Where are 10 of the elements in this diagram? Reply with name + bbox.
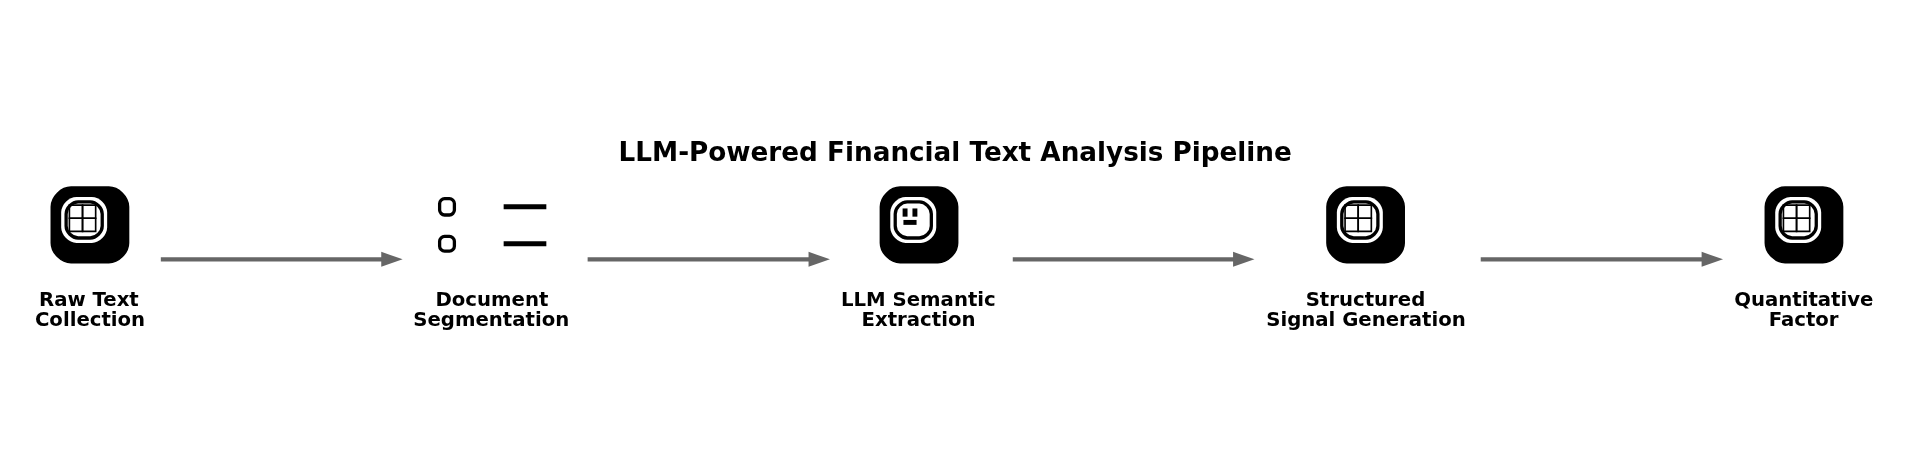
arrow — [587, 251, 830, 267]
diagram-title: LLM-Powered Financial Text Analysis Pipeline — [618, 136, 1292, 167]
arrow — [160, 251, 403, 267]
node-label: LLM Semantic Extraction — [841, 288, 996, 331]
node-label: Structured Signal Generation — [1266, 288, 1466, 331]
node-label: Document Segmentation — [413, 288, 570, 331]
arrow — [1012, 251, 1255, 267]
node-label: Quantitative Factor — [1734, 288, 1874, 331]
arrow — [1480, 251, 1723, 267]
node-label: Raw Text Collection — [34, 288, 146, 331]
